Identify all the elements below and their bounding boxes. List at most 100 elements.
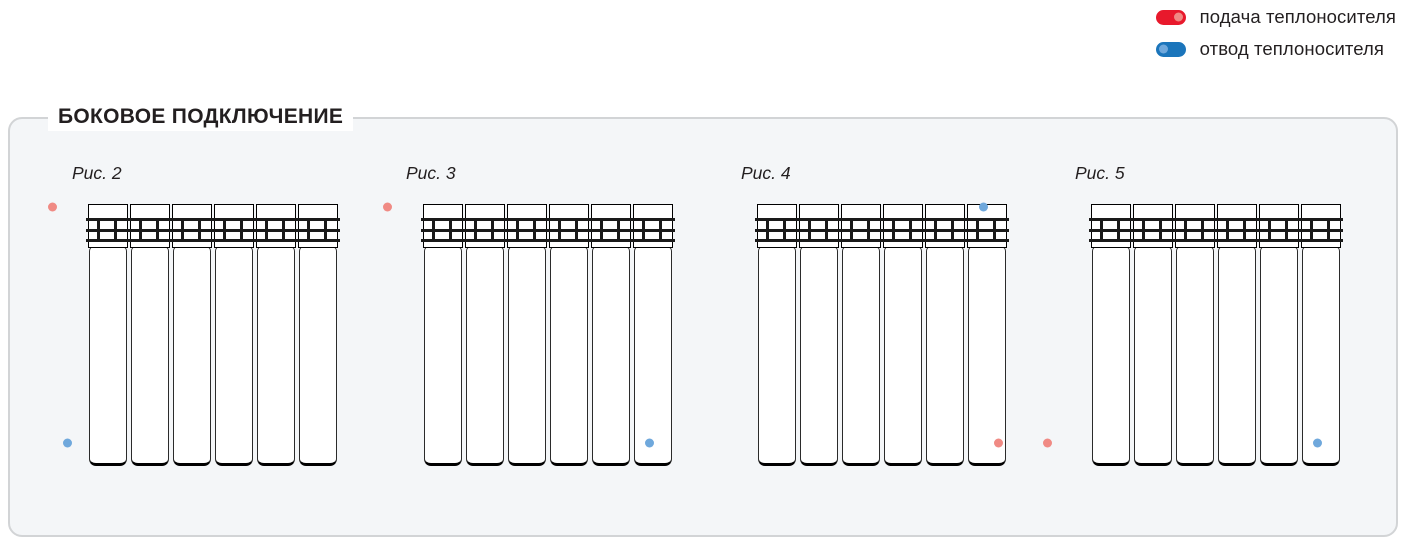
radiator-section xyxy=(296,204,340,466)
figure-label-5: Рис. 5 xyxy=(1075,163,1125,183)
radiator-fin-bar xyxy=(505,218,549,222)
radiator-fin-connector xyxy=(282,218,286,242)
radiator-section-body xyxy=(800,246,838,466)
radiator-fin-bar xyxy=(839,229,883,233)
radiator-fin-bar xyxy=(1257,218,1301,222)
radiator-fin-connector xyxy=(1142,218,1146,242)
radiator-fin-bar xyxy=(1173,239,1217,243)
radiator-section-body xyxy=(89,246,127,466)
radiator-fin-bar xyxy=(881,229,925,233)
radiator-fin-bar xyxy=(839,218,883,222)
radiator-section xyxy=(1173,204,1217,466)
radiator-fin-connector xyxy=(951,218,955,242)
radiator-figure-3 xyxy=(421,204,675,466)
radiator-fin-bar xyxy=(1215,229,1259,233)
radiator-fin-bar xyxy=(463,229,507,233)
radiator-section-body xyxy=(1134,246,1172,466)
radiator-section xyxy=(463,204,507,466)
radiator-fin-connector xyxy=(600,218,604,242)
radiator-fin-connector xyxy=(139,218,143,242)
radiator-fin-connector xyxy=(783,218,787,242)
radiator-fin-bar xyxy=(1089,239,1133,243)
radiator-fin-connector xyxy=(198,218,202,242)
radiator-fin-bar xyxy=(128,229,172,233)
radiator-fin-bar xyxy=(881,218,925,222)
radiator-fin-connector xyxy=(825,218,829,242)
radiator-section xyxy=(1299,204,1343,466)
radiator-fin-bar xyxy=(1299,229,1343,233)
radiator-section xyxy=(881,204,925,466)
radiator-fin-connector xyxy=(1117,218,1121,242)
radiator-fin-bar xyxy=(128,239,172,243)
radiator-fin-bar xyxy=(1173,229,1217,233)
radiator-section-body xyxy=(257,246,295,466)
radiator-fin-connector xyxy=(240,218,244,242)
legend-item-return: отвод теплоносителя xyxy=(1155,38,1384,60)
radiator-fin-connector xyxy=(265,218,269,242)
radiator-fin-bar xyxy=(86,239,130,243)
radiator-section xyxy=(965,204,1009,466)
radiator-fin-bar xyxy=(839,239,883,243)
radiator-fin-connector xyxy=(909,218,913,242)
radiator-fin-bar xyxy=(254,239,298,243)
figure-label-2: Рис. 2 xyxy=(72,163,122,183)
radiator-fin-bar xyxy=(254,218,298,222)
radiator-fin-bar xyxy=(631,229,675,233)
radiator-fin-bar xyxy=(1131,229,1175,233)
pill-dot xyxy=(1173,12,1183,22)
radiator-fin-connector xyxy=(1184,218,1188,242)
pill-red-connector-icon xyxy=(1155,9,1186,25)
radiator-fin-connector xyxy=(1201,218,1205,242)
radiator-fin-bar xyxy=(1257,229,1301,233)
radiator-section-body xyxy=(884,246,922,466)
radiator-fin-connector xyxy=(808,218,812,242)
radiator-fin-bar xyxy=(1173,218,1217,222)
radiator-section-body xyxy=(550,246,588,466)
radiator-section-body xyxy=(466,246,504,466)
radiator-section xyxy=(589,204,633,466)
radiator-fin-connector xyxy=(892,218,896,242)
radiator-fin-connector xyxy=(1285,218,1289,242)
radiator-section-body xyxy=(926,246,964,466)
radiator-fin-connector xyxy=(558,218,562,242)
radiator-fin-bar xyxy=(755,239,799,243)
radiator-fin-connector xyxy=(976,218,980,242)
radiator-fin-connector xyxy=(1159,218,1163,242)
radiator-section xyxy=(1257,204,1301,466)
radiator-fin-bar xyxy=(463,218,507,222)
radiator-fin-connector xyxy=(575,218,579,242)
radiator-fin-bar xyxy=(254,229,298,233)
radiator-fin-connector xyxy=(1268,218,1272,242)
radiator-fin-bar xyxy=(755,229,799,233)
radiator-section-body xyxy=(131,246,169,466)
radiator-fin-bar xyxy=(923,239,967,243)
radiator-section-body xyxy=(1260,246,1298,466)
radiator-section xyxy=(1089,204,1133,466)
radiator-section xyxy=(128,204,172,466)
radiator-fin-bar xyxy=(797,218,841,222)
radiator-fin-connector xyxy=(934,218,938,242)
radiator-fin-connector xyxy=(993,218,997,242)
radiator-section-body xyxy=(634,246,672,466)
radiator-fin-bar xyxy=(86,218,130,222)
radiator-fin-bar xyxy=(1299,239,1343,243)
pill-dot xyxy=(1158,44,1168,54)
radiator-fin-bar xyxy=(923,218,967,222)
radiator-fin-connector xyxy=(642,218,646,242)
radiator-fin-bar xyxy=(589,218,633,222)
radiator-fin-bar xyxy=(212,218,256,222)
radiator-fin-connector xyxy=(1226,218,1230,242)
radiator-section xyxy=(631,204,675,466)
radiator-fin-connector xyxy=(867,218,871,242)
radiator-fin-connector xyxy=(850,218,854,242)
radiator-fin-bar xyxy=(296,218,340,222)
radiator-fin-connector xyxy=(449,218,453,242)
radiator-fin-bar xyxy=(1131,218,1175,222)
radiator-fin-connector xyxy=(617,218,621,242)
radiator-fin-connector xyxy=(533,218,537,242)
radiator-fin-connector xyxy=(1100,218,1104,242)
radiator-section-body xyxy=(1092,246,1130,466)
radiator-section xyxy=(170,204,214,466)
radiator-fin-bar xyxy=(547,229,591,233)
radiator-fin-bar xyxy=(463,239,507,243)
